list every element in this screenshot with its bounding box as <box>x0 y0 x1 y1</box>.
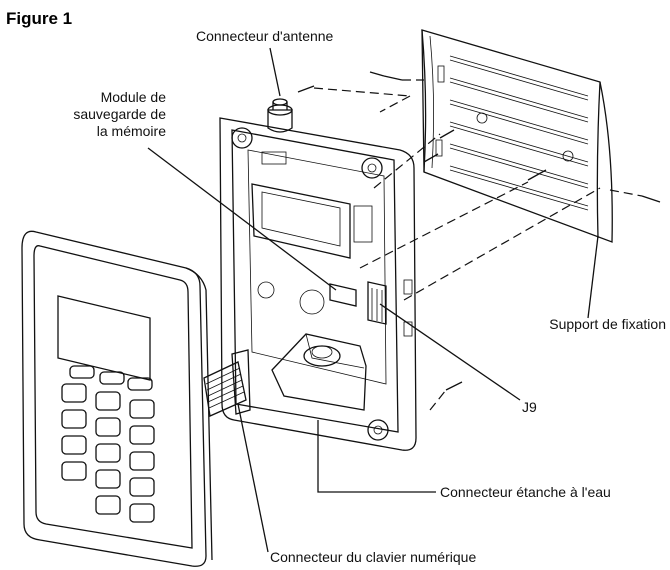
leader-antenna <box>269 47 281 97</box>
screw-top <box>369 71 403 81</box>
screw-bottom <box>445 381 463 391</box>
label-memory-module-line1: Module de <box>101 89 167 105</box>
screw-left-lower <box>423 153 439 163</box>
leader-keypad <box>237 403 269 553</box>
ribbon-cable <box>203 349 251 417</box>
screw-right <box>641 195 661 203</box>
label-memory-module-line2: sauvegarde de <box>73 106 166 122</box>
antenna-connector <box>267 98 293 133</box>
control-unit <box>219 117 417 451</box>
label-antenna-connector: Connecteur d'antenne <box>196 28 334 44</box>
label-waterproof-connector: Connecteur étanche à l'eau <box>440 484 611 500</box>
screw-left-upper <box>439 129 455 139</box>
screw-antenna <box>297 85 315 93</box>
label-mounting-bracket: Support de fixation <box>549 316 666 332</box>
label-keypad-connector: Connecteur du clavier numérique <box>270 549 476 565</box>
screw-mid <box>527 169 547 181</box>
figure-title: Figure 1 <box>6 9 72 28</box>
keypad <box>21 230 213 567</box>
label-memory-module-line3: la mémoire <box>97 123 166 139</box>
label-j9: J9 <box>522 399 537 415</box>
mounting-bracket <box>421 29 613 243</box>
leader-j9 <box>379 303 521 401</box>
leader-module <box>147 147 337 291</box>
leader-bracket <box>587 235 599 319</box>
leader-waterproof <box>317 420 436 493</box>
